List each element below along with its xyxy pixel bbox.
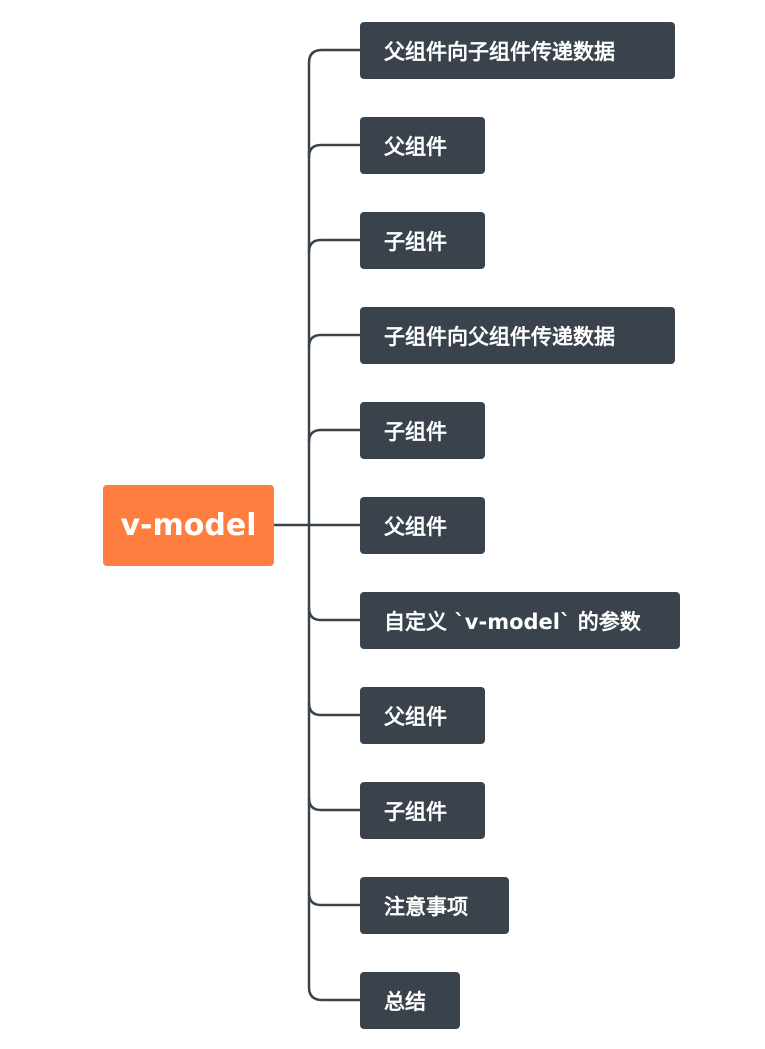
node-summary[interactable]: 总结 [360, 972, 460, 1029]
branch-connector-6 [307, 606, 362, 622]
node-label: 总结 [384, 989, 426, 1014]
node-child-component-1[interactable]: 子组件 [360, 212, 485, 269]
node-parent-component-2[interactable]: 父组件 [360, 497, 485, 554]
node-label: 子组件 [384, 799, 447, 824]
node-label: 子组件向父组件传递数据 [384, 324, 615, 349]
root-node-v-model[interactable]: v-model [103, 485, 274, 566]
node-label: 父组件向子组件传递数据 [384, 39, 615, 64]
branch-connector-4 [307, 428, 362, 444]
branch-connector-9 [307, 891, 362, 907]
node-parent-component-1[interactable]: 父组件 [360, 117, 485, 174]
branch-connector-3 [307, 333, 362, 349]
branch-connector-7 [307, 701, 362, 717]
node-child-component-3[interactable]: 子组件 [360, 782, 485, 839]
node-label: 父组件 [384, 514, 447, 539]
branch-connector-8 [307, 796, 362, 812]
root-node-label: v-model [120, 508, 257, 543]
node-notes[interactable]: 注意事项 [360, 877, 509, 934]
branch-connector-2 [307, 238, 362, 254]
node-parent-to-child-data[interactable]: 父组件向子组件传递数据 [360, 22, 675, 79]
node-custom-v-model-args[interactable]: 自定义 `v-model` 的参数 [360, 592, 680, 649]
node-label: 子组件 [384, 229, 447, 254]
node-label: 父组件 [384, 134, 447, 159]
trunk-line [307, 48, 362, 1002]
node-child-component-2[interactable]: 子组件 [360, 402, 485, 459]
node-label: 父组件 [384, 704, 447, 729]
node-label: 自定义 `v-model` 的参数 [384, 609, 641, 634]
node-parent-component-3[interactable]: 父组件 [360, 687, 485, 744]
node-label: 子组件 [384, 419, 447, 444]
node-child-to-parent-data[interactable]: 子组件向父组件传递数据 [360, 307, 675, 364]
node-label: 注意事项 [384, 894, 468, 919]
branch-connector-1 [307, 143, 362, 159]
